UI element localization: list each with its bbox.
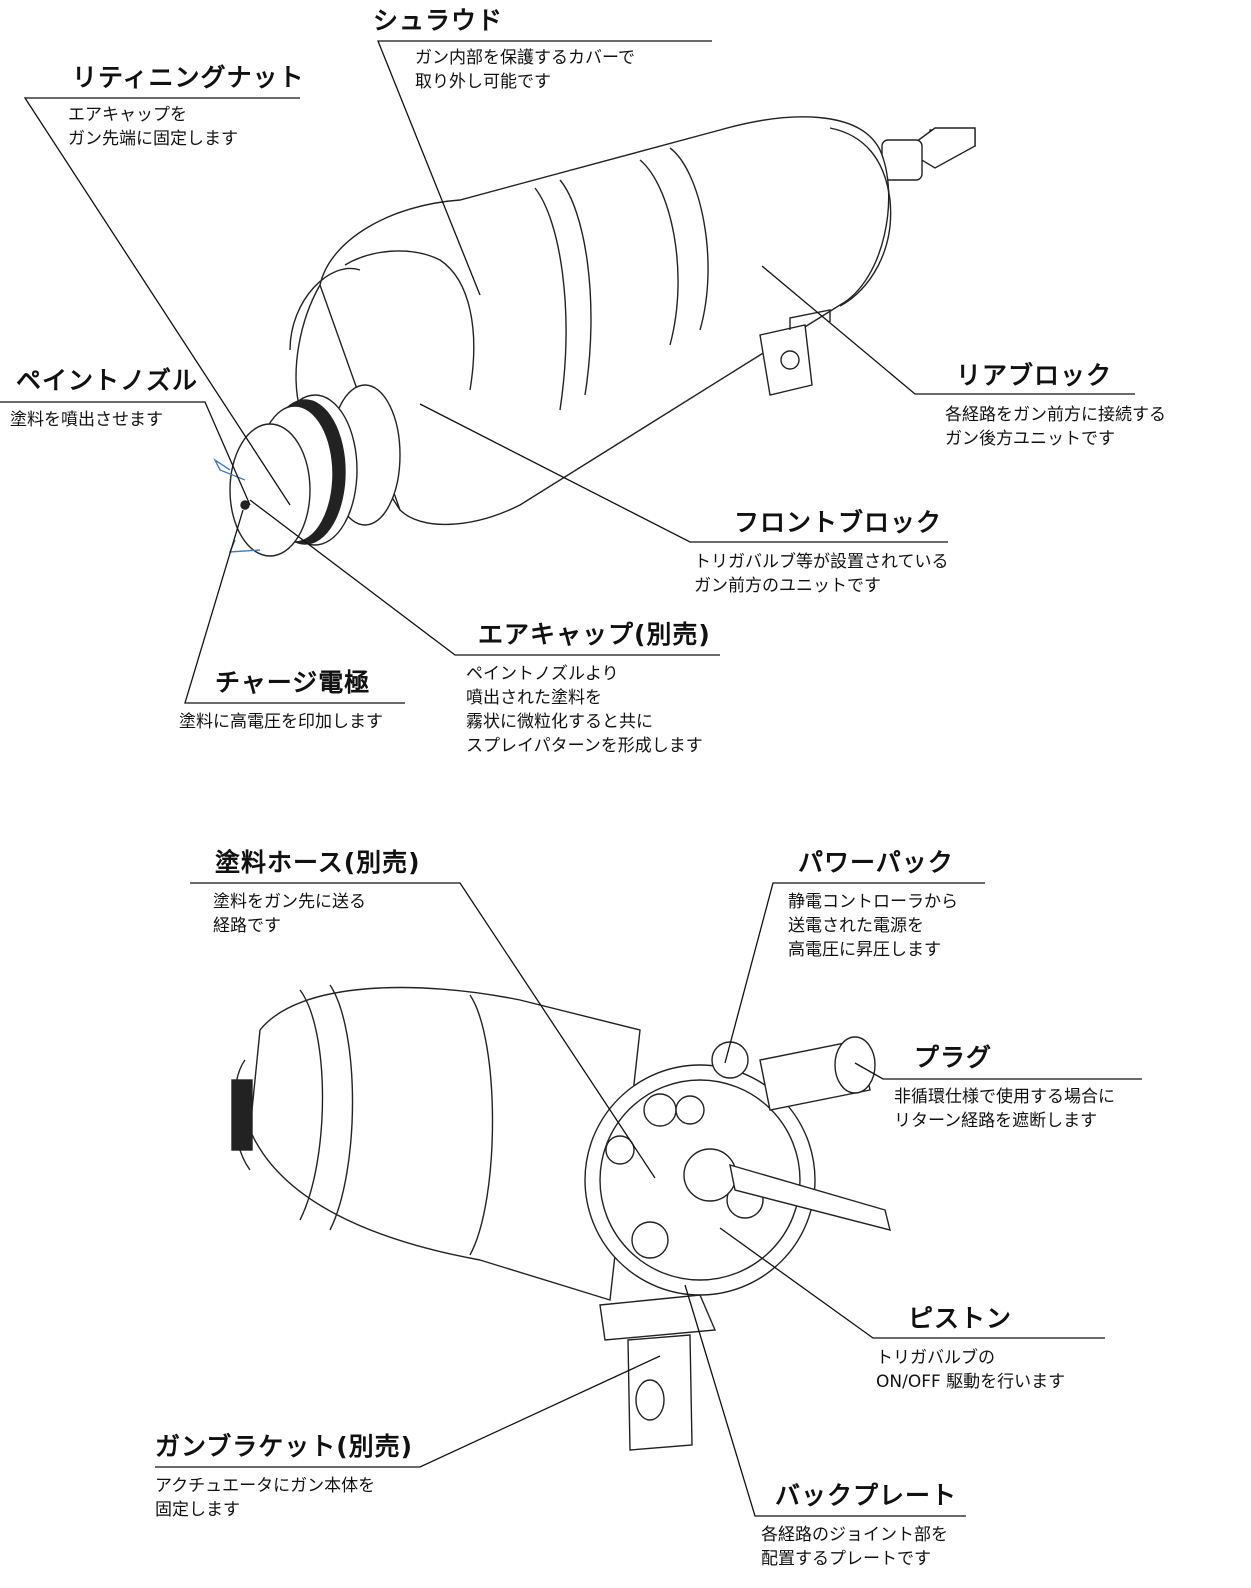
leader-piston [719, 1227, 1105, 1339]
label-desc: 送電された電源を [788, 916, 924, 936]
leader-shroud [377, 40, 712, 296]
label-desc: ガン前方のユニットです [694, 576, 881, 596]
label-title: プラグ [914, 1043, 993, 1072]
label-power-pack: パワーパック 静電コントローラから 送電された電源を 高電圧に昇圧します [788, 848, 958, 962]
label-title: リアブロック [956, 361, 1113, 390]
leader-plug [854, 1062, 1142, 1080]
leader-air-cap [249, 499, 720, 656]
label-desc: アクチュエータにガン本体を [155, 1476, 376, 1496]
label-desc: 経路です [213, 916, 281, 936]
label-air-cap: エアキャップ(別売) ペイントノズルより 噴出された塗料を 霧状に微粒化すると共… [466, 620, 711, 758]
label-rear-block: リアブロック 各経路をガン前方に接続する ガン後方ユニットです [945, 361, 1166, 451]
label-desc: リターン経路を遮断します [894, 1111, 1098, 1131]
label-desc: 高電圧に昇圧します [788, 940, 941, 960]
leader-gun-bracket [155, 1355, 661, 1468]
label-desc: ペイントノズルより [466, 664, 619, 684]
label-desc: 霧状に微粒化すると共に [466, 712, 653, 732]
label-desc: トリガバルブの [876, 1348, 995, 1368]
leader-retaining-nut [23, 97, 300, 506]
label-front-block: フロントブロック トリガバルブ等が設置されている ガン前方のユニットです [694, 508, 949, 598]
leader-back-plate [684, 1284, 966, 1517]
label-title: エアキャップ(別売) [478, 620, 711, 649]
label-desc: ガン内部を保護するカバーで [415, 48, 635, 68]
label-paint-hose: 塗料ホース(別売) 塗料をガン先に送る 経路です [213, 848, 421, 938]
label-desc: 取り外し可能です [415, 72, 551, 92]
label-shroud: シュラウド ガン内部を保護するカバーで 取り外し可能です [373, 6, 635, 94]
leader-paint-nozzle [0, 401, 251, 506]
label-title: リティニングナット [72, 63, 305, 92]
label-title: ペイントノズル [16, 366, 199, 395]
bottom-gun-illustration [231, 984, 891, 1451]
label-title: ガンブラケット(別売) [155, 1432, 414, 1461]
label-title: 塗料ホース(別売) [215, 848, 421, 877]
label-desc: 塗料に高電圧を印加します [179, 712, 383, 732]
label-desc: 固定します [155, 1500, 240, 1520]
label-desc: ガン先端に固定します [68, 129, 238, 149]
label-desc: エアキャップを [68, 105, 187, 125]
label-desc: 配置するプレートです [761, 1549, 931, 1569]
label-desc: ガン後方ユニットです [945, 429, 1115, 449]
label-title: ピストン [908, 1304, 1013, 1333]
leader-rear-block [761, 265, 1135, 395]
leader-lines [0, 40, 1142, 1517]
label-title: チャージ電極 [215, 668, 371, 697]
label-paint-nozzle: ペイントノズル 塗料を噴出させます [10, 366, 199, 432]
label-desc: ON/OFF 駆動を行います [876, 1372, 1066, 1392]
label-title: シュラウド [373, 6, 504, 35]
label-piston: ピストン トリガバルブの ON/OFF 駆動を行います [876, 1304, 1065, 1394]
label-retaining-nut: リティニングナット エアキャップを ガン先端に固定します [68, 63, 305, 151]
label-desc: 静電コントローラから [788, 892, 958, 912]
leader-front-block [419, 403, 948, 543]
label-gun-bracket: ガンブラケット(別売) アクチュエータにガン本体を 固定します [155, 1432, 413, 1522]
label-plug: プラグ 非循環仕様で使用する場合に リターン経路を遮断します [894, 1043, 1115, 1133]
label-desc: 各経路のジョイント部を [761, 1525, 948, 1545]
label-desc: 各経路をガン前方に接続する [945, 405, 1166, 425]
label-charge-electrode: チャージ電極 塗料に高電圧を印加します [179, 668, 383, 734]
label-desc: 塗料をガン先に送る [213, 892, 366, 912]
label-desc: スプレイパターンを形成します [466, 736, 703, 756]
label-desc: 噴出された塗料を [466, 688, 602, 708]
leader-paint-hose [190, 882, 656, 1179]
top-gun-illustration [213, 116, 976, 557]
label-desc: 非循環仕様で使用する場合に [894, 1087, 1115, 1107]
leader-power-pack [724, 882, 985, 1064]
label-desc: トリガバルブ等が設置されている [694, 552, 949, 572]
label-back-plate: バックプレート 各経路のジョイント部を 配置するプレートです [761, 1481, 958, 1571]
label-title: パワーパック [798, 848, 954, 877]
leader-charge-electrode [184, 509, 405, 704]
label-title: フロントブロック [734, 508, 943, 537]
label-desc: 塗料を噴出させます [10, 410, 163, 430]
label-title: バックプレート [775, 1481, 958, 1510]
